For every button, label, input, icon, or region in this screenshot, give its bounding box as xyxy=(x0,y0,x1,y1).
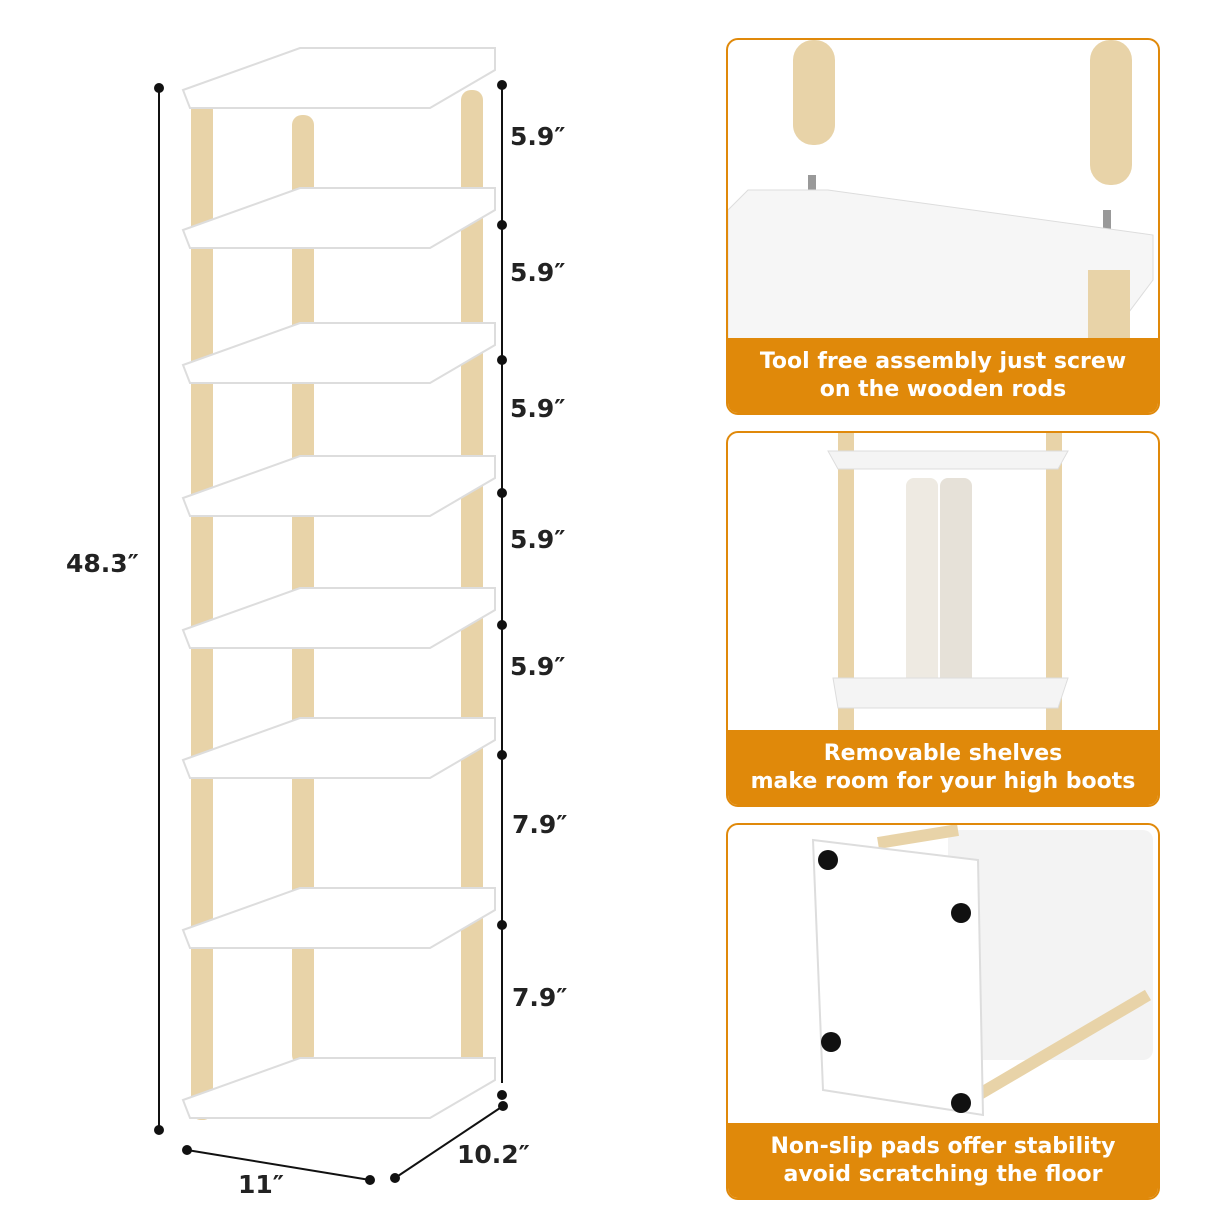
feature-caption-removable: Removable shelves make room for your hig… xyxy=(728,730,1158,805)
width-label: 11″ xyxy=(238,1170,284,1199)
screw-rod-image xyxy=(728,40,1154,340)
front-left-rod xyxy=(191,100,213,1120)
shelf xyxy=(181,187,496,249)
shelf xyxy=(181,587,496,649)
boots-shelf-image xyxy=(827,433,1069,730)
feature-caption-pads: Non-slip pads offer stability avoid scra… xyxy=(728,1123,1158,1198)
shelf xyxy=(181,455,496,517)
caption-line: make room for your high boots xyxy=(750,768,1136,794)
gap-label-5: 5.9″ xyxy=(510,652,566,681)
gap-label-6: 7.9″ xyxy=(512,810,568,839)
feature-caption-assembly: Tool free assembly just screw on the woo… xyxy=(728,338,1158,413)
shoe-rack-illustration xyxy=(154,47,508,1185)
shelf xyxy=(181,717,496,779)
feature-panel-assembly: Tool free assembly just screw on the woo… xyxy=(726,38,1160,415)
non-slip-pads-image xyxy=(811,825,1153,1117)
gap-label-2: 5.9″ xyxy=(510,258,566,287)
shelf xyxy=(181,887,496,949)
height-label: 48.3″ xyxy=(66,549,139,578)
gap-label-4: 5.9″ xyxy=(510,525,566,554)
depth-label: 10.2″ xyxy=(457,1140,530,1169)
gap-label-3: 5.9″ xyxy=(510,394,566,423)
shelf xyxy=(181,322,496,384)
feature-panel-removable: Removable shelves make room for your hig… xyxy=(726,431,1160,807)
caption-line: Tool free assembly just screw xyxy=(759,348,1127,374)
dimension-tick xyxy=(497,1090,507,1100)
shelf xyxy=(181,1057,496,1119)
gap-label-7: 7.9″ xyxy=(512,983,568,1012)
shelf xyxy=(181,47,496,109)
caption-line: Removable shelves xyxy=(823,740,1063,766)
gap-label-1: 5.9″ xyxy=(510,122,566,151)
caption-line: Non-slip pads offer stability xyxy=(770,1133,1116,1159)
caption-line: avoid scratching the floor xyxy=(783,1161,1103,1187)
feature-panel-pads: Non-slip pads offer stability avoid scra… xyxy=(726,823,1160,1200)
caption-line: on the wooden rods xyxy=(819,376,1067,402)
